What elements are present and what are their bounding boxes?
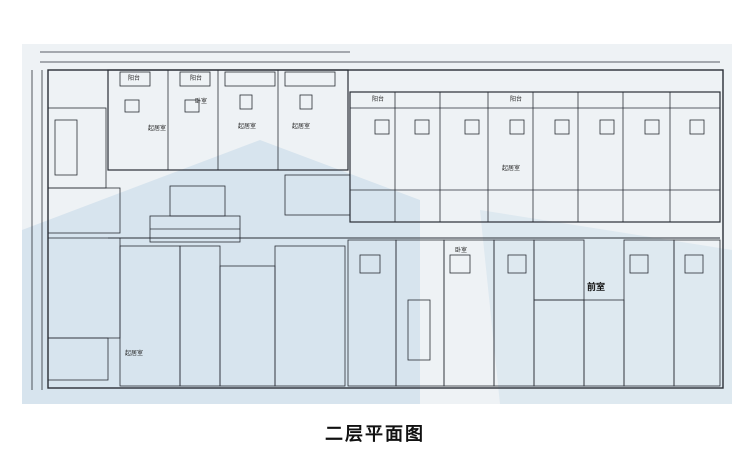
reflection-tint-2 — [480, 210, 732, 404]
reflection-tint — [22, 140, 420, 404]
label-living-5: 起居室 — [125, 349, 143, 357]
label-living-2: 起居室 — [238, 122, 256, 130]
caption: 二层平面图 — [325, 424, 425, 445]
label-bedroom-1: 卧室 — [195, 97, 207, 105]
label-balcony-2: 阳台 — [190, 74, 202, 82]
label-living-1: 起居室 — [148, 124, 166, 132]
label-front-desk: 前室 — [587, 281, 605, 293]
label-balcony-3: 阳台 — [372, 95, 384, 103]
label-balcony-4: 阳台 — [510, 95, 522, 103]
label-balcony-1: 阳台 — [128, 74, 140, 82]
floor-plan-drawing — [31, 51, 724, 390]
label-living-4: 起居室 — [502, 164, 520, 172]
label-bedroom-2: 卧室 — [455, 246, 467, 254]
label-living-3: 起居室 — [292, 122, 310, 130]
